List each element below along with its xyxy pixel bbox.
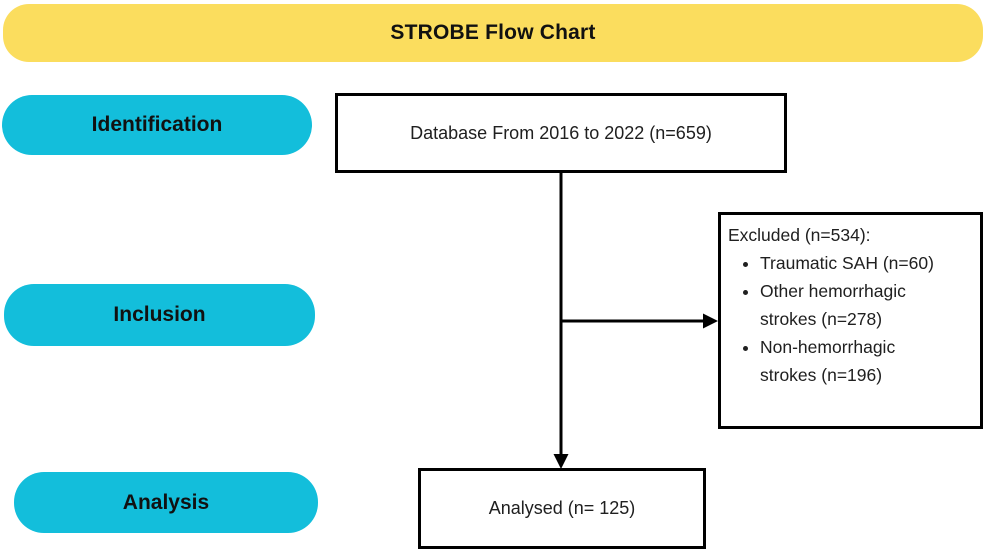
page-title: STROBE Flow Chart — [390, 21, 596, 44]
excluded-item: Non-hemorrhagic strokes (n=196) — [760, 333, 952, 389]
stage-label-text: Identification — [91, 113, 223, 136]
database-box: Database From 2016 to 2022 (n=659) — [335, 93, 787, 173]
arrow-to-excluded — [561, 313, 718, 329]
title-banner: STROBE Flow Chart — [3, 4, 983, 62]
analysed-box: Analysed (n= 125) — [418, 468, 706, 549]
stage-label-inclusion: Inclusion — [4, 284, 315, 346]
excluded-item: Traumatic SAH (n=60) — [760, 249, 952, 277]
analysed-box-text: Analysed (n= 125) — [488, 498, 636, 518]
stage-label-text: Analysis — [122, 490, 210, 514]
stage-label-text: Inclusion — [113, 303, 206, 326]
database-box-text: Database From 2016 to 2022 (n=659) — [410, 122, 712, 143]
excluded-box-title: Excluded (n=534): — [728, 225, 871, 245]
excluded-box: Excluded (n=534): Traumatic SAH (n=60) O… — [718, 212, 983, 429]
excluded-item: Other hemorrhagic strokes (n=278) — [760, 277, 952, 333]
stage-label-analysis: Analysis — [14, 472, 318, 533]
arrow-database-to-analysed — [553, 172, 569, 469]
stage-label-identification: Identification — [2, 95, 312, 155]
excluded-list: Traumatic SAH (n=60) Other hemorrhagic s… — [728, 249, 952, 389]
